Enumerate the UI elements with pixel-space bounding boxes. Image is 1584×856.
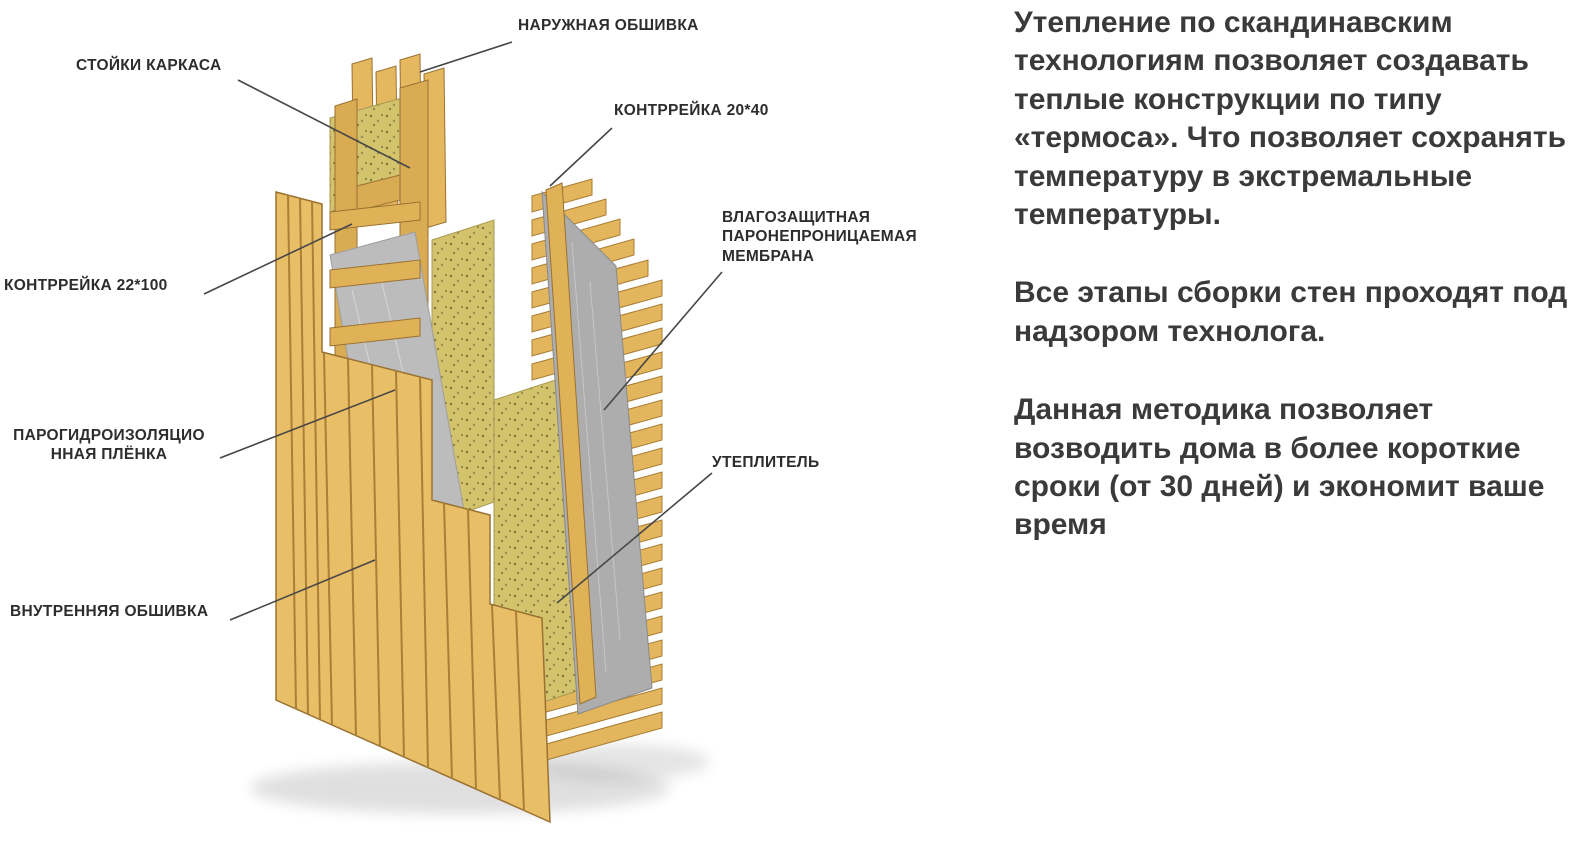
leader-line-frame-studs (237, 79, 411, 169)
label-counter-batten-20-40: КОНТРРЕЙКА 20*40 (614, 102, 769, 119)
label-outer-cladding: НАРУЖНАЯ ОБШИВКА (518, 17, 699, 34)
counter-batten-22-100-strips (329, 201, 421, 347)
paragraph-technology: Утепление по скандинавским технологиям п… (1014, 6, 1567, 231)
leader-line-vapor-film (219, 389, 396, 459)
label-inner-cladding: ВНУТРЕННЯЯ ОБШИВКА (10, 603, 209, 620)
leader-line-counter-batten-22-100 (203, 223, 353, 295)
ground-shadow (250, 744, 710, 814)
inner-cladding-face (275, 191, 551, 824)
leader-lines (203, 41, 723, 621)
membrane-crease (571, 241, 607, 673)
leader-line-membrane (603, 271, 723, 411)
description-text: Утепление по скандинавским технологиям п… (1014, 4, 1570, 585)
label-counter-batten-22-100: КОНТРРЕЙКА 22*100 (4, 277, 168, 294)
batten-strip (329, 259, 421, 289)
counter-batten-20-40-strip (545, 182, 597, 705)
label-vapor-film: ПАРОГИДРОИЗОЛЯЦИО ННАЯ ПЛЁНКА (13, 427, 205, 464)
label-insulation: УТЕПЛИТЕЛЬ (712, 454, 820, 471)
leader-line-inner-cladding (229, 559, 376, 621)
shadow-right (530, 744, 710, 780)
label-frame-studs: СТОЙКИ КАРКАСА (76, 57, 222, 74)
batten-strip (329, 317, 421, 347)
wall-construction-diagram: НАРУЖНАЯ ОБШИВКА СТОЙКИ КАРКАСА КОНТРРЕЙ… (4, 17, 917, 824)
wall-diagram-canvas (203, 41, 723, 824)
leader-line-outer-cladding (419, 41, 513, 73)
leader-line-insulation (556, 472, 713, 604)
batten-strip (329, 201, 421, 231)
paragraph-speed: Данная методика позволяет возводить дома… (1014, 393, 1545, 542)
membrane-crease (589, 281, 621, 641)
inner-plank-lines (287, 194, 525, 812)
label-membrane: ВЛАГОЗАЩИТНАЯ ПАРОНЕПРОНИЦАЕМАЯ МЕМБРАНА (722, 209, 917, 265)
paragraph-supervision: Все этапы сборки стен проходят под надзо… (1014, 276, 1568, 348)
stud-nogging (356, 174, 401, 212)
leader-line-counter-batten-20-40 (549, 127, 613, 187)
